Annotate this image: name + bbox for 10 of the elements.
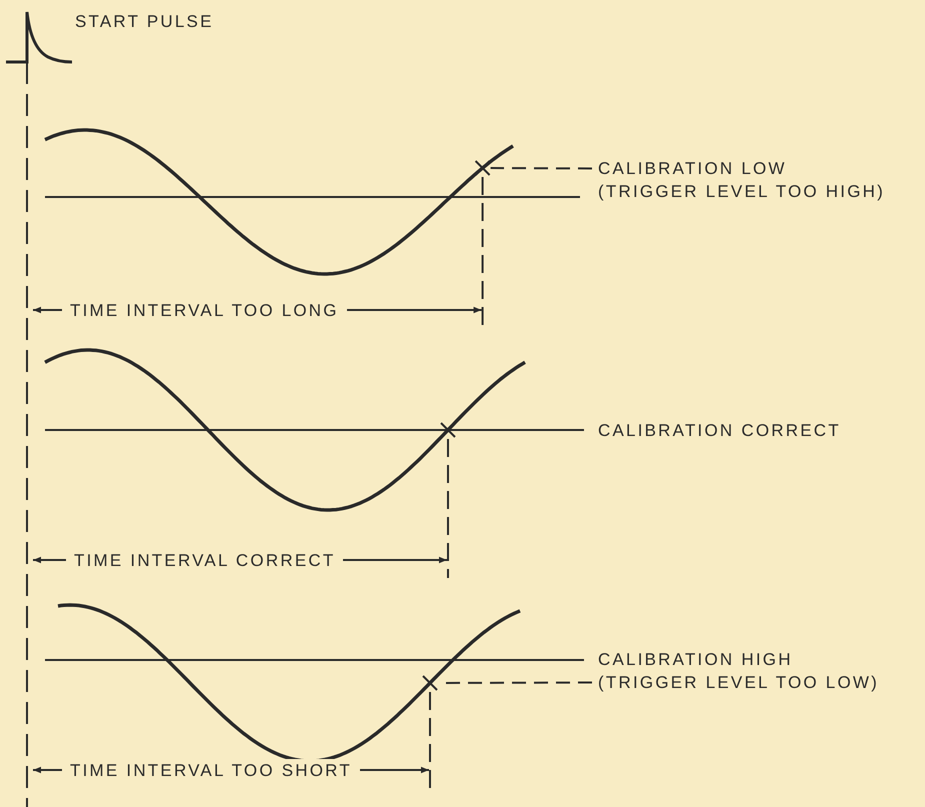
callout-text: CALIBRATION HIGH: [598, 649, 794, 671]
crossing-mark: [474, 160, 491, 176]
leader-line: [490, 167, 592, 170]
crossing-mark: [422, 675, 438, 691]
callout-text: (TRIGGER LEVEL TOO HIGH): [598, 181, 885, 203]
caption-label: START PULSE: [75, 11, 214, 33]
caption-label: CALIBRATION CORRECT: [598, 420, 841, 442]
callout-text: (TRIGGER LEVEL TOO LOW): [598, 672, 880, 694]
callout-text: CALIBRATION LOW: [598, 158, 788, 180]
crossing-mark: [440, 422, 456, 438]
